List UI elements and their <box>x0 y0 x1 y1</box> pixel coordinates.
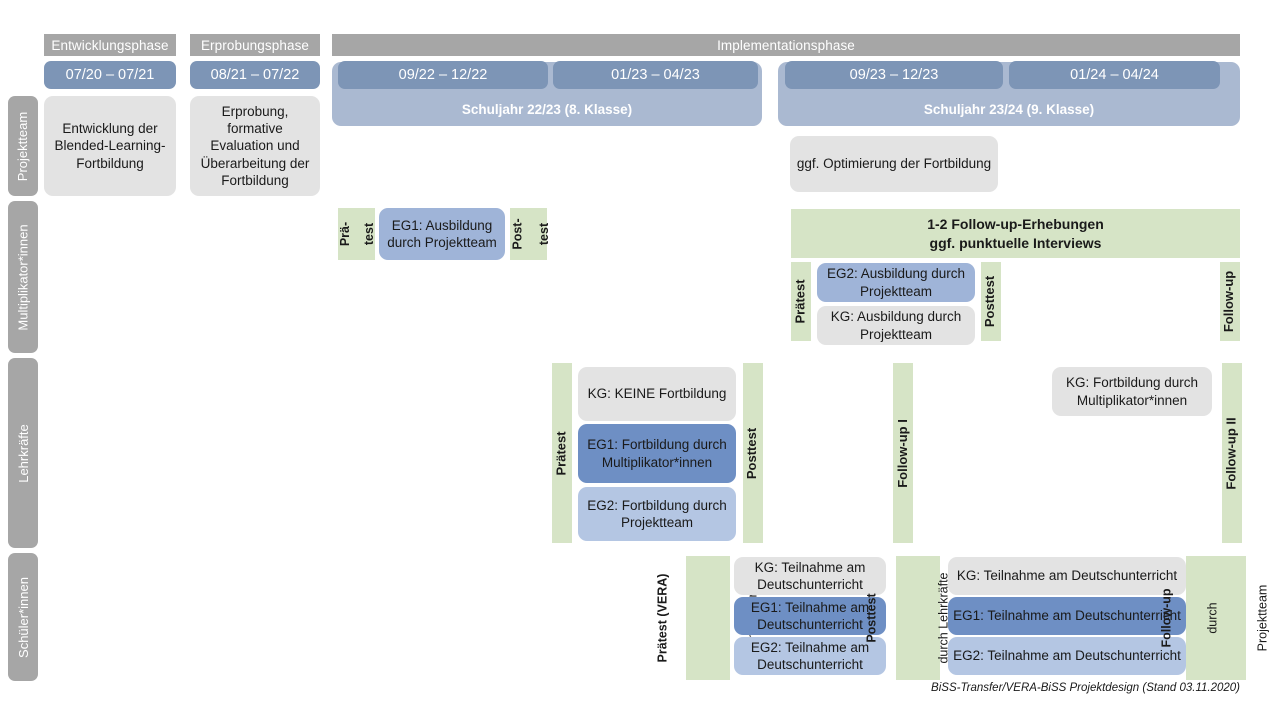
box-eg1-ausbildung-projektteam: EG1: Ausbildung durch Projektteam <box>379 208 505 260</box>
phase-header-implementationsphase: Implementationsphase <box>332 34 1240 56</box>
date-label: 01/24 – 04/24 <box>1070 67 1159 83</box>
date-label: 09/22 – 12/22 <box>398 67 488 83</box>
green-bar-praetest-lehrkraefte: Prätest <box>552 363 572 543</box>
date-chip-0821-0722: 08/21 – 07/22 <box>190 61 320 89</box>
date-chip-0123-0423: 01/23 – 04/23 <box>553 61 758 89</box>
box-eg1-teilnahme-deutschunterricht-right: EG1: Teilnahme am Deutschunterricht <box>948 597 1186 635</box>
green-bar-followup-schueler: Follow-up durch Projektteam <box>1159 556 1269 680</box>
green-bar-praetest-multiplikator-2: Prätest <box>791 262 811 341</box>
row-label-lehrkraefte: Lehrkräfte <box>8 358 38 548</box>
date-label: 07/20 – 07/21 <box>65 67 155 83</box>
box-eg2-teilnahme-deutschunterricht-right: EG2: Teilnahme am Deutschunterricht <box>948 637 1186 675</box>
row-label-projektteam: Projektteam <box>8 96 38 196</box>
box-kg-keine-fortbildung: KG: KEINE Fortbildung <box>578 367 736 421</box>
phase-label: Entwicklungsphase <box>51 37 169 53</box>
green-bar-praetest-vera-schueler: Prätest (VERA) durch Lehrkräfte <box>655 556 760 680</box>
box-erprobung-evaluation: Erprobung, formative Evaluation und Über… <box>190 96 320 196</box>
box-optimierung-fortbildung: ggf. Optimierung der Fortbildung <box>790 136 998 192</box>
box-kg-teilnahme-deutschunterricht-left: KG: Teilnahme am Deutschunterricht <box>734 557 886 595</box>
box-kg-ausbildung-projektteam: KG: Ausbildung durch Projektteam <box>817 306 975 345</box>
date-chip-0124-0424: 01/24 – 04/24 <box>1009 61 1220 89</box>
box-eg2-ausbildung-projektteam: EG2: Ausbildung durch Projektteam <box>817 263 975 302</box>
box-kg-teilnahme-deutschunterricht-right: KG: Teilnahme am Deutschunterricht <box>948 557 1186 595</box>
green-bar-followup-multiplikator: Follow-up <box>1220 262 1240 341</box>
date-label: 01/23 – 04/23 <box>611 67 700 83</box>
date-chip-0720-0721: 07/20 – 07/21 <box>44 61 176 89</box>
school-year-label: Schuljahr 22/23 (8. Klasse) <box>461 102 633 117</box>
green-bar-posttest-multiplikator-2: Posttest <box>981 262 1001 341</box>
box-entwicklung-fortbildung: Entwicklung der Blended-Learning-Fortbil… <box>44 96 176 196</box>
green-bar-followup1-lehrkraefte: Follow-up I <box>893 363 913 543</box>
date-label: 09/23 – 12/23 <box>849 67 939 83</box>
box-eg2-teilnahme-deutschunterricht-left: EG2: Teilnahme am Deutschunterricht <box>734 637 886 675</box>
box-eg2-fortbildung-projektteam: EG2: Fortbildung durch Projektteam <box>578 487 736 541</box>
row-label-schueler: Schüler*innen <box>8 553 38 681</box>
phase-label: Implementationsphase <box>717 37 855 53</box>
date-label: 08/21 – 07/22 <box>210 67 300 83</box>
phase-label: Erprobungsphase <box>200 37 310 53</box>
posttest-two-line: Post- test <box>510 218 552 250</box>
box-kg-fortbildung-multiplikator: KG: Fortbildung durch Multiplikator*inne… <box>1052 367 1212 416</box>
praetest-two-line: Prä- test <box>338 221 376 247</box>
green-bar-followup2-lehrkraefte: Follow-up II <box>1222 363 1242 543</box>
row-label-multiplikator: Multiplikator*innen <box>8 201 38 353</box>
school-year-label: Schuljahr 23/24 (9. Klasse) <box>923 102 1095 117</box>
date-chip-0923-1223: 09/23 – 12/23 <box>785 61 1003 89</box>
footer-source-note: BiSS-Transfer/VERA-BiSS Projektdesign (S… <box>931 682 1240 694</box>
banner-followup-erhebungen: 1-2 Follow-up-Erhebungen ggf. punktuelle… <box>791 209 1240 258</box>
date-chip-0922-1222: 09/22 – 12/22 <box>338 61 548 89</box>
green-bar-praetest-multiplikator: Prä- test <box>338 208 376 260</box>
green-bar-posttest-multiplikator: Post- test <box>510 208 551 260</box>
green-bar-posttest-schueler: Posttest durch Lehrkräfte <box>865 556 950 680</box>
green-bar-posttest-lehrkraefte: Posttest <box>743 363 763 543</box>
box-eg1-teilnahme-deutschunterricht-left: EG1: Teilnahme am Deutschunterricht <box>734 597 886 635</box>
phase-header-erprobungsphase: Erprobungsphase <box>190 34 320 56</box>
followup-stack: Follow-up durch Projektteam <box>1159 584 1270 652</box>
phase-header-entwicklungsphase: Entwicklungsphase <box>44 34 176 56</box>
box-eg1-fortbildung-multiplikator: EG1: Fortbildung durch Multiplikator*inn… <box>578 424 736 483</box>
